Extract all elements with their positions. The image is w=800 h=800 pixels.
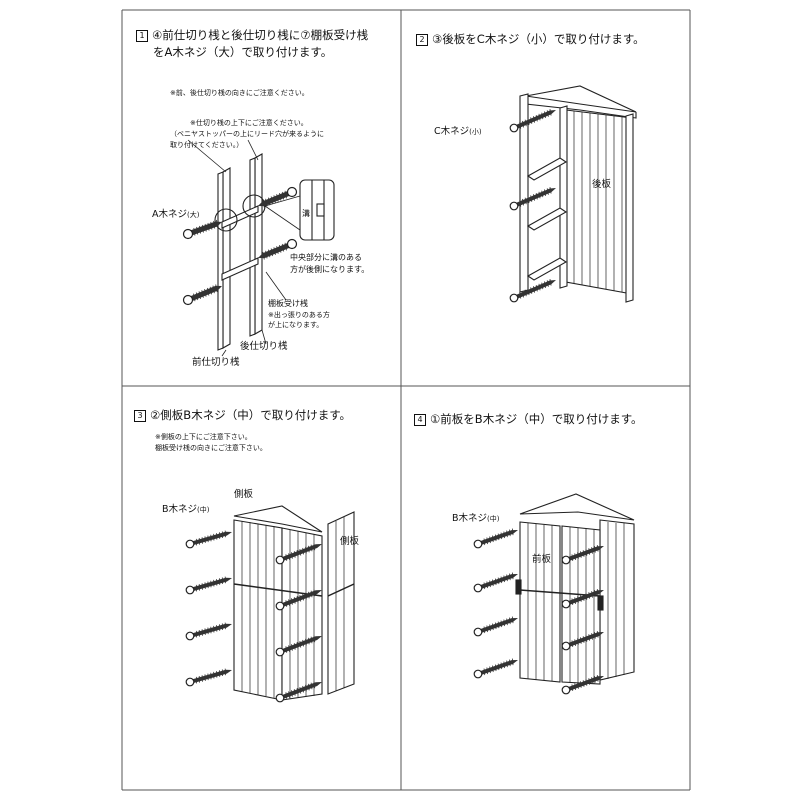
side-panel-right	[281, 527, 323, 701]
panel1-step-number: 1	[136, 30, 148, 42]
panel4-screws	[473, 528, 604, 695]
panel2-step-number: 2	[416, 34, 428, 46]
front-panel-label: 前板	[532, 554, 552, 565]
front-roof-gable	[519, 493, 635, 521]
center-note-line1: 中央部分に溝のある	[290, 253, 362, 262]
wood-screw-icon	[275, 635, 322, 657]
panel1-screw-label: A木ネジ(大)	[152, 209, 200, 220]
center-note-line2: 方が後側になります。	[290, 265, 370, 274]
back-panel-label: 後板	[592, 179, 612, 190]
rear-partition-bar	[254, 153, 263, 335]
wood-screw-icon	[182, 219, 222, 240]
panel3-note2: 棚板受け桟の向きにご注意下さい。	[155, 444, 267, 452]
wood-screw-icon	[473, 572, 518, 593]
panel4-drawing	[515, 493, 635, 685]
panel2-screws	[509, 109, 556, 303]
panel1-note-orientation: ※前、後仕切り桟の向きにご注意ください。	[170, 89, 309, 97]
panel3-screws	[185, 530, 322, 703]
wood-screw-icon	[258, 186, 298, 208]
shelf-support-bar-lower	[221, 257, 259, 281]
shelf-support-bar-upper	[221, 205, 259, 229]
panel2-screw-label: C木ネジ(小)	[434, 126, 482, 137]
wood-screw-icon	[561, 675, 604, 695]
panel1-drawing	[187, 139, 335, 357]
shelf-note-line2: が上になります。	[268, 321, 324, 329]
wood-screw-icon	[509, 187, 556, 211]
front-partition-label: 前仕切り桟	[192, 357, 240, 368]
panel4-screw-label: B木ネジ(中)	[452, 513, 500, 524]
panel1-note-veneer: （ベニヤストッパーの上にリード穴が来るように	[170, 130, 324, 138]
panel3-note1: ※側板の上下にご注意下さい。	[155, 433, 252, 441]
side-roof-gable	[233, 505, 323, 533]
wood-screw-icon	[473, 528, 518, 549]
panel1-title-line2: をA木ネジ（大）で取り付けます。	[153, 45, 333, 59]
wood-screw-icon	[473, 658, 518, 679]
wood-screw-icon	[185, 668, 232, 687]
wood-screw-icon	[185, 576, 232, 595]
side-panel-loose	[327, 511, 355, 695]
wood-screw-icon	[473, 616, 518, 637]
front-door-left	[519, 521, 561, 683]
panel1-note-attach: 取り付けてください。）	[170, 141, 244, 149]
side-panel-label-a: 側板	[234, 489, 254, 500]
wood-screw-icon	[561, 631, 604, 651]
rear-partition-label: 後仕切り桟	[240, 341, 288, 352]
groove-label: 溝	[302, 209, 310, 218]
panel3-screw-label: B木ネジ(中)	[162, 504, 210, 515]
wood-screw-icon	[258, 238, 298, 260]
front-partition-bar	[222, 167, 231, 349]
wood-screw-icon	[509, 279, 556, 303]
back-roof-gable	[525, 85, 637, 113]
wood-screw-icon	[185, 530, 232, 549]
panel4-step-number: 4	[414, 414, 426, 426]
cabinet-side	[599, 519, 635, 681]
panel3-step-number: 3	[134, 410, 146, 422]
wood-screw-icon	[182, 284, 222, 306]
wood-screw-icon	[185, 622, 232, 641]
panel1-note-updown: ※仕切り桟の上下にご注意ください。	[190, 119, 308, 127]
wood-screw-icon	[275, 681, 322, 703]
wood-screw-icon	[275, 543, 322, 565]
panel1-screws	[182, 186, 298, 306]
detail-circle-1	[214, 208, 238, 232]
shelf-note-line1: ※出っ張りのある方	[268, 311, 330, 319]
shelf-support-label: 棚板受け桟	[268, 299, 308, 308]
wood-screw-icon	[509, 109, 556, 133]
wood-screw-icon	[275, 589, 322, 611]
panel3-drawing	[233, 505, 355, 701]
side-panel-label-b: 側板	[340, 536, 360, 547]
wood-screw-icon	[561, 545, 604, 565]
wood-screw-icon	[561, 589, 604, 609]
